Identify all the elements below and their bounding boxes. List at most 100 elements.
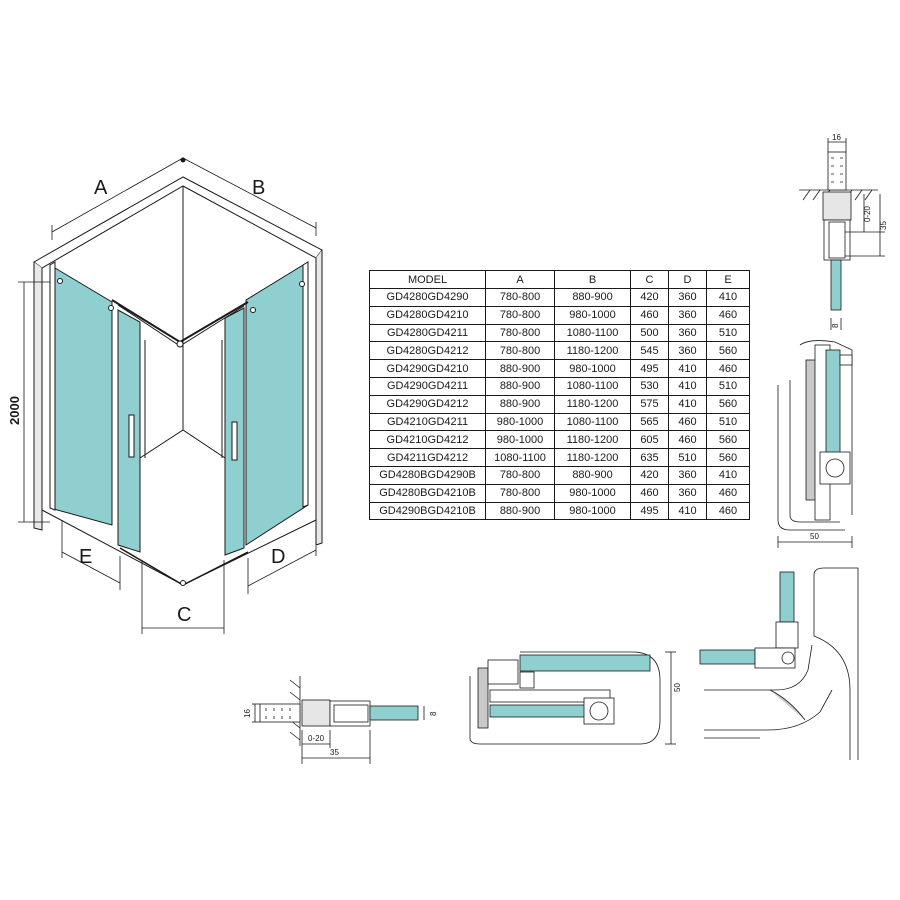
table-cell: 1180-1200 [554, 448, 631, 467]
table-cell: GD4290GD4212 [369, 394, 486, 414]
table-cell: 880-900 [485, 394, 555, 414]
table-cell: 410 [668, 394, 707, 414]
table-cell: 410 [706, 288, 750, 307]
table-cell: 560 [706, 341, 750, 361]
corner-profile-detail [777, 340, 853, 548]
table-header-row: MODEL A B C D E [369, 270, 750, 289]
table-cell: 980-1000 [485, 430, 555, 450]
table-cell: 460 [706, 305, 750, 325]
bottom-depth-label: 35 [330, 748, 339, 757]
corner-wall-detail [699, 567, 859, 760]
table-cell: GD4280BGD4290B [369, 465, 486, 485]
top-adjust-label: 0-20 [863, 205, 872, 222]
table-cell: 1080-1100 [554, 323, 631, 343]
table-cell: 575 [630, 394, 669, 414]
table-cell: 980-1000 [485, 412, 555, 432]
table-cell: 510 [706, 412, 750, 432]
table-cell: 460 [668, 412, 707, 432]
table-cell: 410 [668, 376, 707, 396]
table-cell: 605 [630, 430, 669, 450]
table-cell: 410 [668, 359, 707, 378]
table-cell: GD4280GD4211 [369, 323, 486, 343]
table-cell: 1180-1200 [554, 430, 631, 450]
table-cell: 565 [630, 412, 669, 432]
table-cell: 780-800 [485, 483, 555, 503]
table-cell: 880-900 [554, 465, 631, 485]
header-model: MODEL [369, 270, 486, 289]
header-a: A [485, 270, 555, 289]
table-cell: 560 [706, 448, 750, 467]
table-cell: 780-800 [485, 323, 555, 343]
table-cell: 545 [630, 341, 669, 361]
table-cell: 635 [630, 448, 669, 467]
mid-height-label: 50 [673, 683, 682, 692]
dim-label-e: E [79, 546, 92, 568]
table-cell: 410 [668, 501, 707, 521]
table-cell: 880-900 [485, 376, 555, 396]
table-cell: 420 [630, 288, 669, 307]
table-cell: GD4280GD4212 [369, 341, 486, 361]
dim-label-b: B [252, 177, 265, 199]
table-cell: 510 [706, 376, 750, 396]
table-cell: 530 [630, 376, 669, 396]
shower-enclosure [33, 157, 323, 586]
wall-profile-horizontal-labels: 16 8 0-20 35 [243, 709, 438, 757]
table-cell: 460 [706, 359, 750, 378]
table-cell: GD4290BGD4210B [369, 501, 486, 521]
table-cell: 780-800 [485, 305, 555, 325]
wall-profile-horizontal-detail [252, 676, 425, 764]
table-cell: 360 [668, 288, 707, 307]
dim-label-a: A [94, 177, 108, 199]
enclosure-dimensions [18, 157, 317, 634]
table-cell: 780-800 [485, 341, 555, 361]
header-e: E [706, 270, 750, 289]
header-b: B [554, 270, 631, 289]
table-cell: GD4280GD4290 [369, 288, 486, 307]
table-cell: 560 [706, 430, 750, 450]
table-cell: 410 [706, 465, 750, 485]
bottom-glass-label: 8 [429, 711, 438, 716]
table-cell: 880-900 [485, 501, 555, 521]
table-cell: GD4290GD4211 [369, 376, 486, 396]
table-cell: 980-1000 [554, 483, 631, 503]
table-cell: 980-1000 [554, 305, 631, 325]
top-depth-label: 35 [879, 221, 888, 230]
dim-label-c: C [177, 604, 191, 626]
top-glass-label: 8 [831, 323, 840, 328]
top-width-label: 16 [832, 133, 841, 142]
enclosure-labels: A B E D C 2000 [7, 177, 285, 626]
table-cell: 1180-1200 [554, 394, 631, 414]
table-cell: 420 [630, 465, 669, 485]
header-d: D [668, 270, 707, 289]
table-cell: 880-900 [554, 288, 631, 307]
table-cell: 360 [668, 305, 707, 325]
table-cell: 460 [668, 430, 707, 450]
table-cell: 880-900 [485, 359, 555, 378]
table-cell: 780-800 [485, 288, 555, 307]
wall-profile-vertical-labels: 16 0-20 35 8 [831, 133, 888, 328]
table-cell: 980-1000 [554, 501, 631, 521]
wall-profile-vertical-detail [799, 138, 885, 330]
table-cell: 360 [668, 483, 707, 503]
bottom-height-label: 16 [243, 709, 252, 718]
table-cell: 460 [630, 483, 669, 503]
table-cell: GD4280GD4210 [369, 305, 486, 325]
table-cell: 495 [630, 359, 669, 378]
table-cell: GD4290GD4210 [369, 359, 486, 378]
table-cell: GD4210GD4212 [369, 430, 486, 450]
table-cell: 460 [630, 305, 669, 325]
